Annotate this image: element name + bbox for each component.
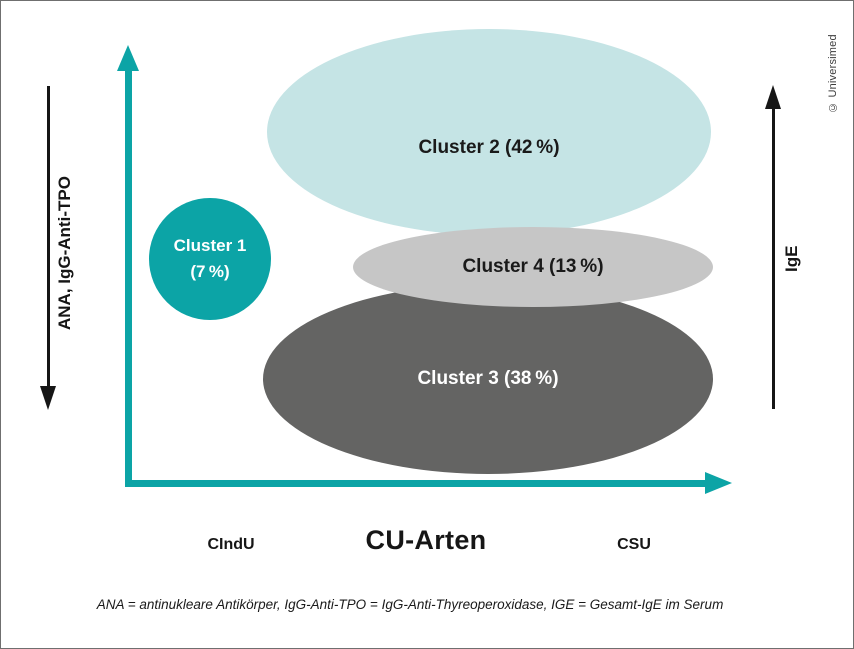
cluster-1-ellipse: Cluster 1 (7 %) — [149, 198, 271, 320]
ana-tpo-arrow-down-icon — [40, 386, 56, 410]
x-tick-cindu: CIndU — [207, 536, 255, 553]
cluster-2-ellipse: Cluster 2 (42 %) — [267, 29, 711, 235]
cluster-4-ellipse: Cluster 4 (13 %) — [353, 227, 713, 307]
cluster-3-ellipse: Cluster 3 (38 %) — [263, 284, 713, 474]
x-axis-line — [125, 480, 707, 487]
cluster-4-label: Cluster 4 (13 %) — [462, 256, 604, 277]
x-tick-csu: CSU — [617, 536, 651, 553]
ige-arrow-line — [772, 108, 775, 409]
y-axis-line — [125, 67, 132, 487]
abbreviation-footnote: ANA = antinukleare Antikörper, IgG-Anti-… — [96, 597, 724, 612]
x-axis-title: CU-Arten — [365, 525, 487, 555]
cluster-1-percentage: (7 %) — [190, 262, 230, 281]
ige-arrow-up-icon — [765, 85, 781, 109]
cluster-2-label: Cluster 2 (42 %) — [418, 137, 560, 158]
y-axis-arrow-up-icon — [117, 45, 139, 71]
y-axis-right-label: IgE — [782, 245, 801, 273]
x-axis-arrow-right-icon — [705, 472, 732, 494]
cluster-1-label: Cluster 1 — [173, 236, 247, 255]
ana-tpo-arrow-line — [47, 86, 50, 387]
cluster-3-label: Cluster 3 (38 %) — [417, 368, 559, 389]
y-axis-left-label: ANA, IgG-Anti-TPO — [55, 176, 74, 330]
copyright-note: © Universimed — [827, 34, 839, 113]
